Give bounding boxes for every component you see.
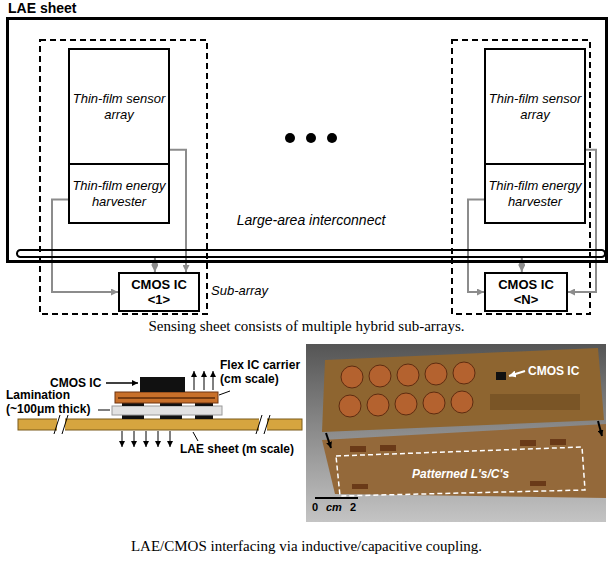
photo [380,445,396,451]
photo [423,392,445,414]
photo [322,424,606,498]
cross-section [115,392,218,403]
sub-array-outline [452,40,590,314]
signal-connector [170,150,186,272]
lae-sheet: LAE sheetThin-film sensor arrayThin-film… [6,0,608,263]
photo [306,344,606,522]
chip-text: CMOS IC <1> [128,277,190,307]
cross-section [195,415,213,419]
photo [322,348,604,432]
ellipsis-dots [285,133,295,143]
photo [425,363,447,385]
box-text: Thin-film energy harvester [72,178,166,210]
cross-section [118,397,215,399]
cross-section [194,371,195,390]
photo [453,362,475,384]
chip-text: CMOS IC <N> [494,277,558,307]
part-label: LAE sheet (m scale) [180,442,294,456]
photo [350,446,366,452]
cross-section [160,415,182,419]
photo [509,371,525,376]
photo [315,497,358,499]
ellipsis-dots [306,133,316,143]
box-text: Thin-film energy harvester [488,178,582,210]
cmos-ic-box: CMOS IC <1> [118,272,200,312]
cross-section [57,416,65,433]
photo [530,481,546,486]
box-text: Thin-film sensor array [488,91,582,123]
ellipsis-dots [285,133,337,143]
cross-section [146,431,147,447]
cross-section [54,415,60,434]
cross-section [122,431,123,447]
photo-label: CMOS IC [528,364,579,378]
photo [341,366,363,388]
part-label: CMOS IC [50,376,101,390]
photo [397,364,419,386]
group-label: Sub-array [211,283,268,299]
cross-section [112,406,222,415]
photo [336,447,585,496]
photo [369,365,391,387]
cross-section [98,410,110,411]
photo [550,439,566,445]
ellipsis-dots [327,133,337,143]
interconnect-bus: Large-area interconnect [16,212,606,258]
sheet-title: LAE sheet [6,0,608,16]
bus-label: Large-area interconnect [16,212,606,228]
photo [367,394,389,416]
photo [451,391,473,413]
cross-section [62,415,68,434]
cross-section [213,371,214,390]
photo [339,395,361,417]
cross-section [219,391,230,395]
cross-section [256,415,262,434]
energy-harvester-box: Thin-film energy harvester [68,163,170,224]
cross-section [134,431,135,447]
sub-array-outline [40,40,590,314]
photo [352,484,368,489]
cross-section [204,371,205,390]
cross-section [158,431,159,447]
part-label: Flex IC carrier (cm scale) [220,358,304,386]
figure-caption: LAE/CMOS interfacing via inductive/capac… [0,537,613,555]
cross-section [140,377,185,392]
interconnect-bar [16,249,606,258]
photo [326,433,331,448]
cross-section [259,416,267,433]
cross-section [193,432,198,441]
scale-number: 2 [350,501,356,514]
sensor-array-box: Thin-film sensor array [68,48,170,165]
photo [520,440,536,446]
scale-number: 0 [312,501,318,514]
part-label: Lamination (~100μm thick) [6,388,106,416]
box-text: Thin-film sensor array [72,91,166,123]
signal-connector [468,200,484,292]
cross-section [122,415,144,419]
figure-caption: Sensing sheet consists of multiple hybri… [0,317,613,335]
photo [490,394,580,410]
photo [395,393,417,415]
photo [306,344,606,522]
cmos-ic-box: CMOS IC <N> [484,272,568,312]
photo [598,421,602,436]
sensor-array-box: Thin-film sensor array [484,48,586,165]
photo [496,372,506,380]
energy-harvester-box: Thin-film energy harvester [484,163,586,224]
cross-section [106,382,138,384]
scale-unit: cm [326,501,342,514]
cross-section [264,415,270,434]
sub-array-outline [40,40,207,314]
photo-label: Patterned L's/C's [412,467,509,481]
cross-section [170,431,171,447]
